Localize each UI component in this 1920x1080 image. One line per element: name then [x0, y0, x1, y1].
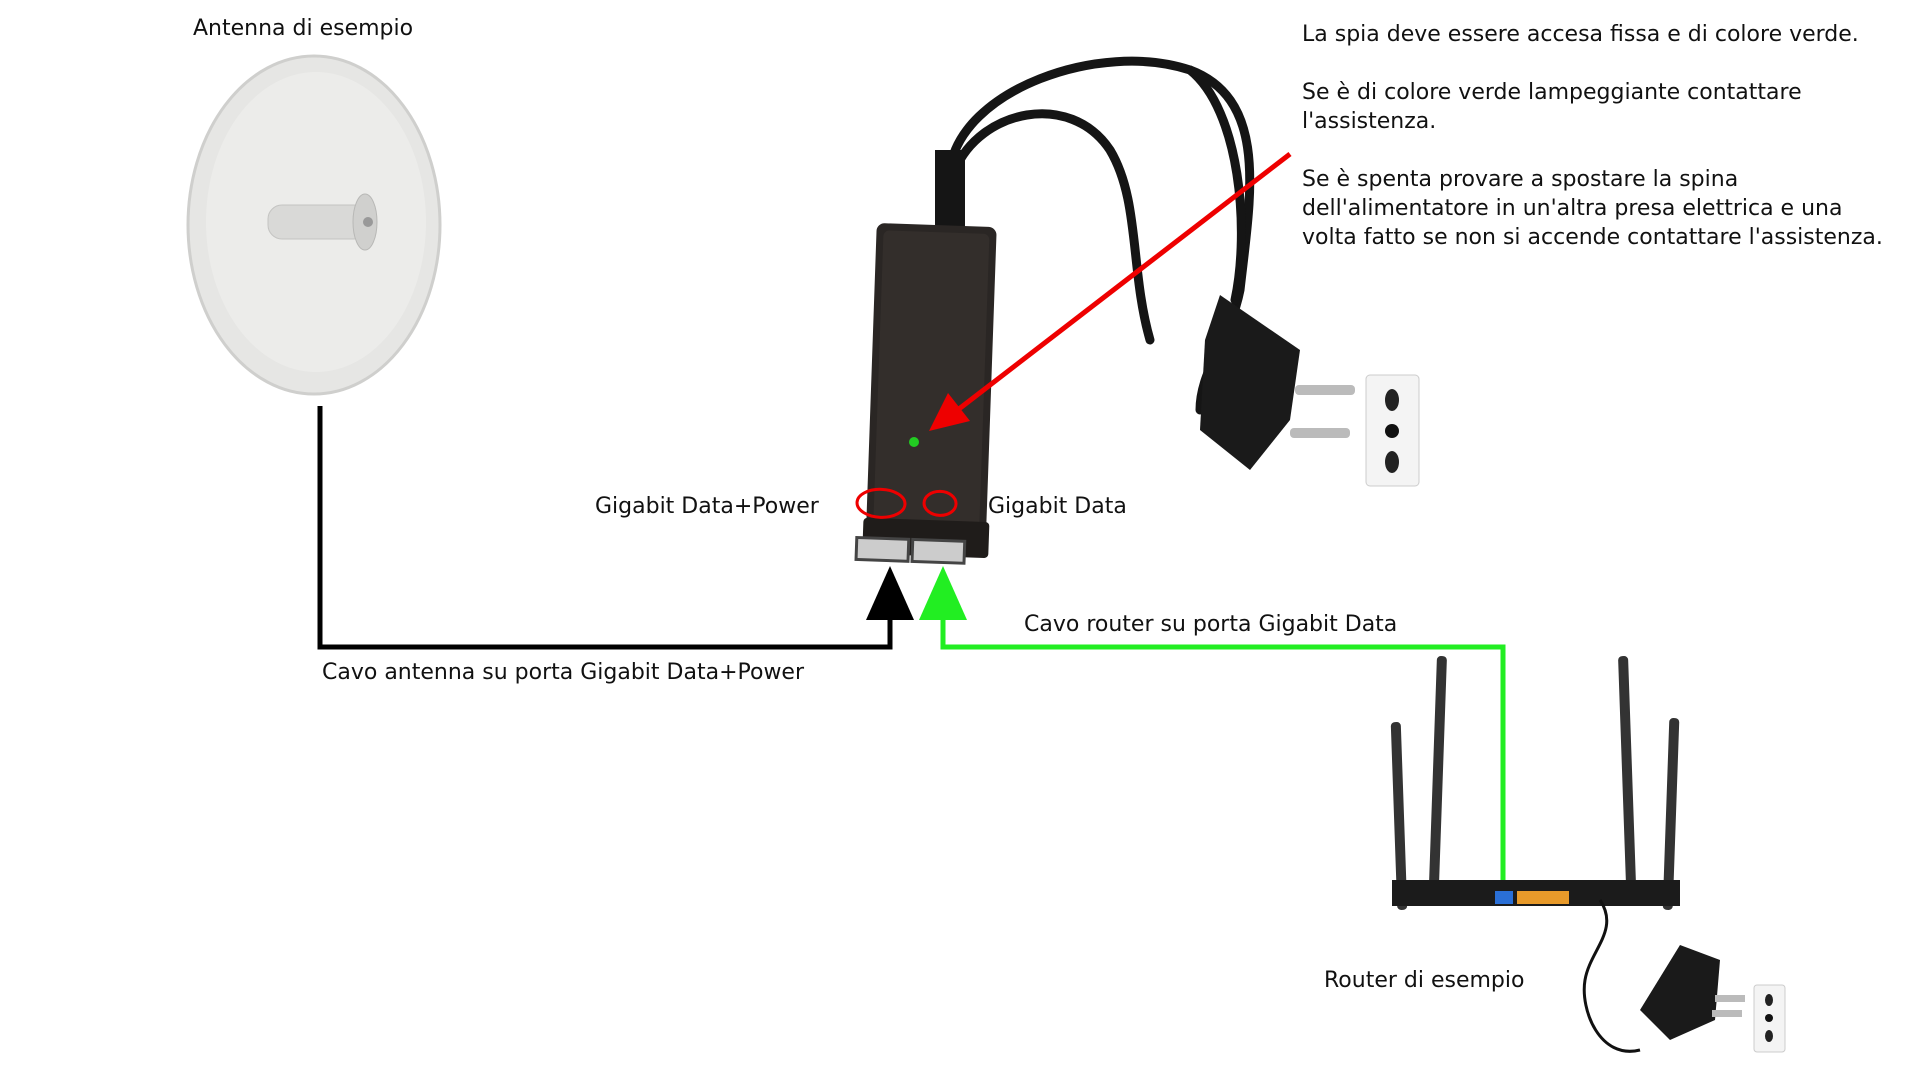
led-pointer-arrow	[953, 152, 1292, 414]
router-image	[1390, 656, 1680, 1053]
antenna-label: Antenna di esempio	[193, 16, 414, 41]
router-label: Router di esempio	[1324, 968, 1525, 993]
port-data-power-label: Gigabit Data+Power	[595, 494, 819, 519]
cord-strain-relief	[935, 150, 965, 230]
router-cable-label: Cavo router su porta Gigabit Data	[1024, 612, 1398, 637]
note-blinking-green: Se è di colore verde lampeggiante contat…	[1302, 80, 1802, 134]
antenna-port-arrow	[866, 566, 914, 620]
antenna-cable-label: Cavo antenna su porta Gigabit Data+Power	[322, 660, 805, 685]
wall-socket-icon	[1365, 374, 1420, 487]
led-instructions: La spia deve essere accesa fissa e di co…	[1302, 20, 1902, 281]
router-port-arrow	[919, 566, 967, 620]
router-cable	[940, 618, 1506, 880]
led-indicator	[909, 437, 919, 447]
note-steady-green: La spia deve essere accesa fissa e di co…	[1302, 22, 1859, 47]
router-adapter-image	[1640, 945, 1745, 1040]
antenna-cable	[317, 406, 893, 650]
router-wall-socket-icon	[1753, 984, 1786, 1053]
note-off: Se è spenta provare a spostare la spina …	[1302, 167, 1883, 250]
power-plug-image	[1200, 295, 1355, 470]
poe-injector-image	[854, 223, 997, 565]
antenna-image	[186, 54, 442, 396]
pointer-arrowhead	[929, 393, 970, 431]
port-data-label: Gigabit Data	[988, 494, 1127, 519]
